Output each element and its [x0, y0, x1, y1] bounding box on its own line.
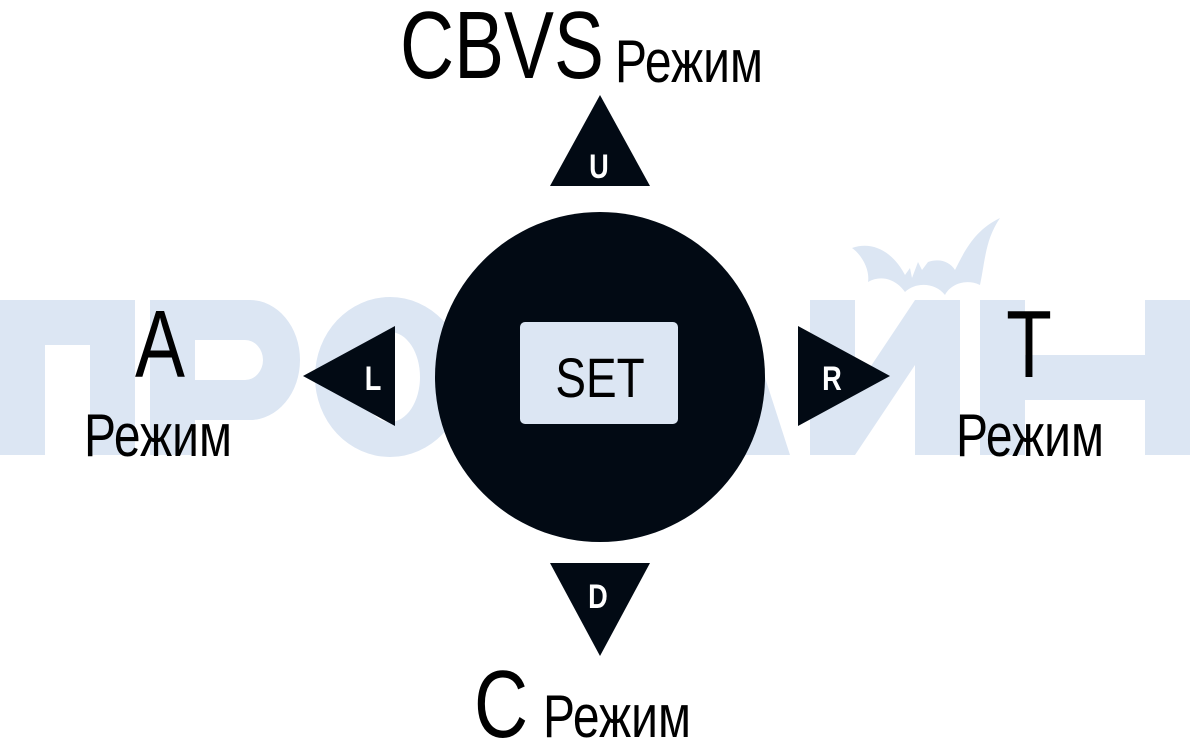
left-arrow-icon[interactable] — [303, 326, 395, 426]
right-mode-name: T — [1006, 291, 1052, 398]
right-arrow-icon[interactable] — [798, 326, 890, 426]
up-mode-name: CBVS — [400, 0, 604, 99]
left-mode-name: A — [135, 291, 185, 398]
right-key-label: R — [822, 359, 842, 398]
right-mode-suffix: Режим — [956, 402, 1104, 469]
down-key-label: D — [588, 577, 608, 616]
down-mode-name: C — [474, 651, 528, 750]
up-key-label: U — [589, 147, 609, 186]
watermark-letter-en — [980, 300, 1190, 455]
bat-icon — [852, 218, 1000, 295]
set-label: SET — [555, 347, 644, 409]
left-mode-suffix: Режим — [84, 402, 232, 469]
up-arrow-icon[interactable] — [550, 95, 650, 186]
set-button[interactable] — [520, 322, 678, 424]
watermark-letter-o — [315, 297, 465, 457]
watermark-letter-er — [150, 300, 300, 455]
down-mode-suffix: Режим — [543, 683, 691, 750]
left-key-label: L — [365, 359, 382, 398]
up-mode-suffix: Режим — [615, 28, 763, 95]
watermark-letter-pe — [0, 300, 135, 455]
down-arrow-icon[interactable] — [550, 563, 650, 656]
